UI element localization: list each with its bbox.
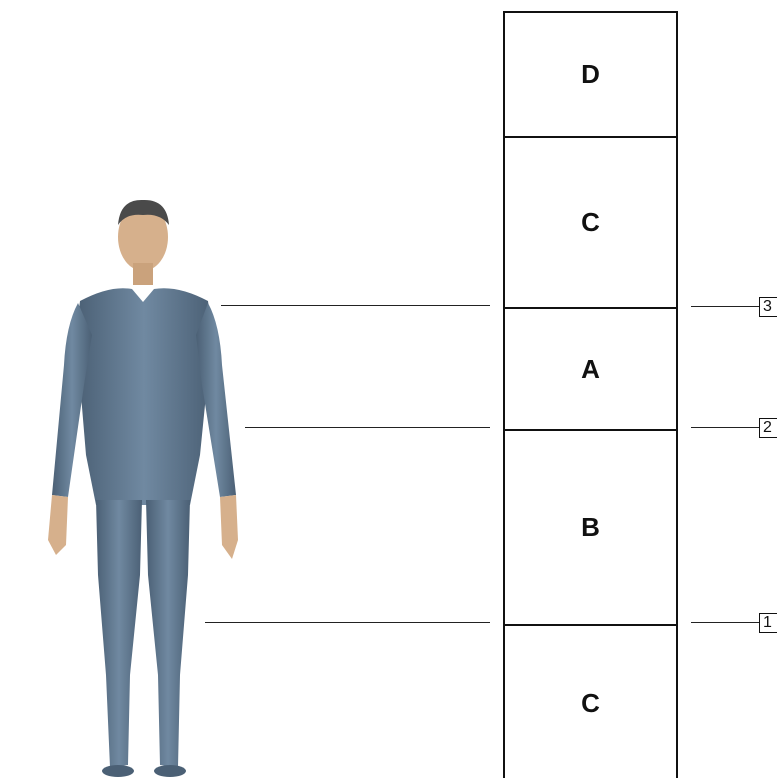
zone-label: C <box>581 207 600 237</box>
level-1-line-right <box>691 622 759 623</box>
zone-label: A <box>581 353 600 384</box>
zone-label: B <box>581 512 600 542</box>
level-3-line-right <box>691 306 759 307</box>
human-figure <box>40 195 245 778</box>
zone-d: D <box>505 13 676 136</box>
level-3-marker: 3 <box>759 297 777 317</box>
level-2-line-left <box>245 427 490 428</box>
level-2-line-right <box>691 427 759 428</box>
zone-c-upper: C <box>505 136 676 307</box>
zone-c-lower: C <box>505 624 676 780</box>
level-2-marker: 2 <box>759 418 777 438</box>
zone-label: C <box>581 687 600 718</box>
zone-column: D C A B C <box>503 11 678 778</box>
level-1-marker: 1 <box>759 613 777 633</box>
zone-a: A <box>505 307 676 429</box>
level-3-line-left <box>221 305 490 306</box>
zone-b: B <box>505 429 676 624</box>
level-1-line-left <box>205 622 490 623</box>
zone-label: D <box>581 59 600 89</box>
